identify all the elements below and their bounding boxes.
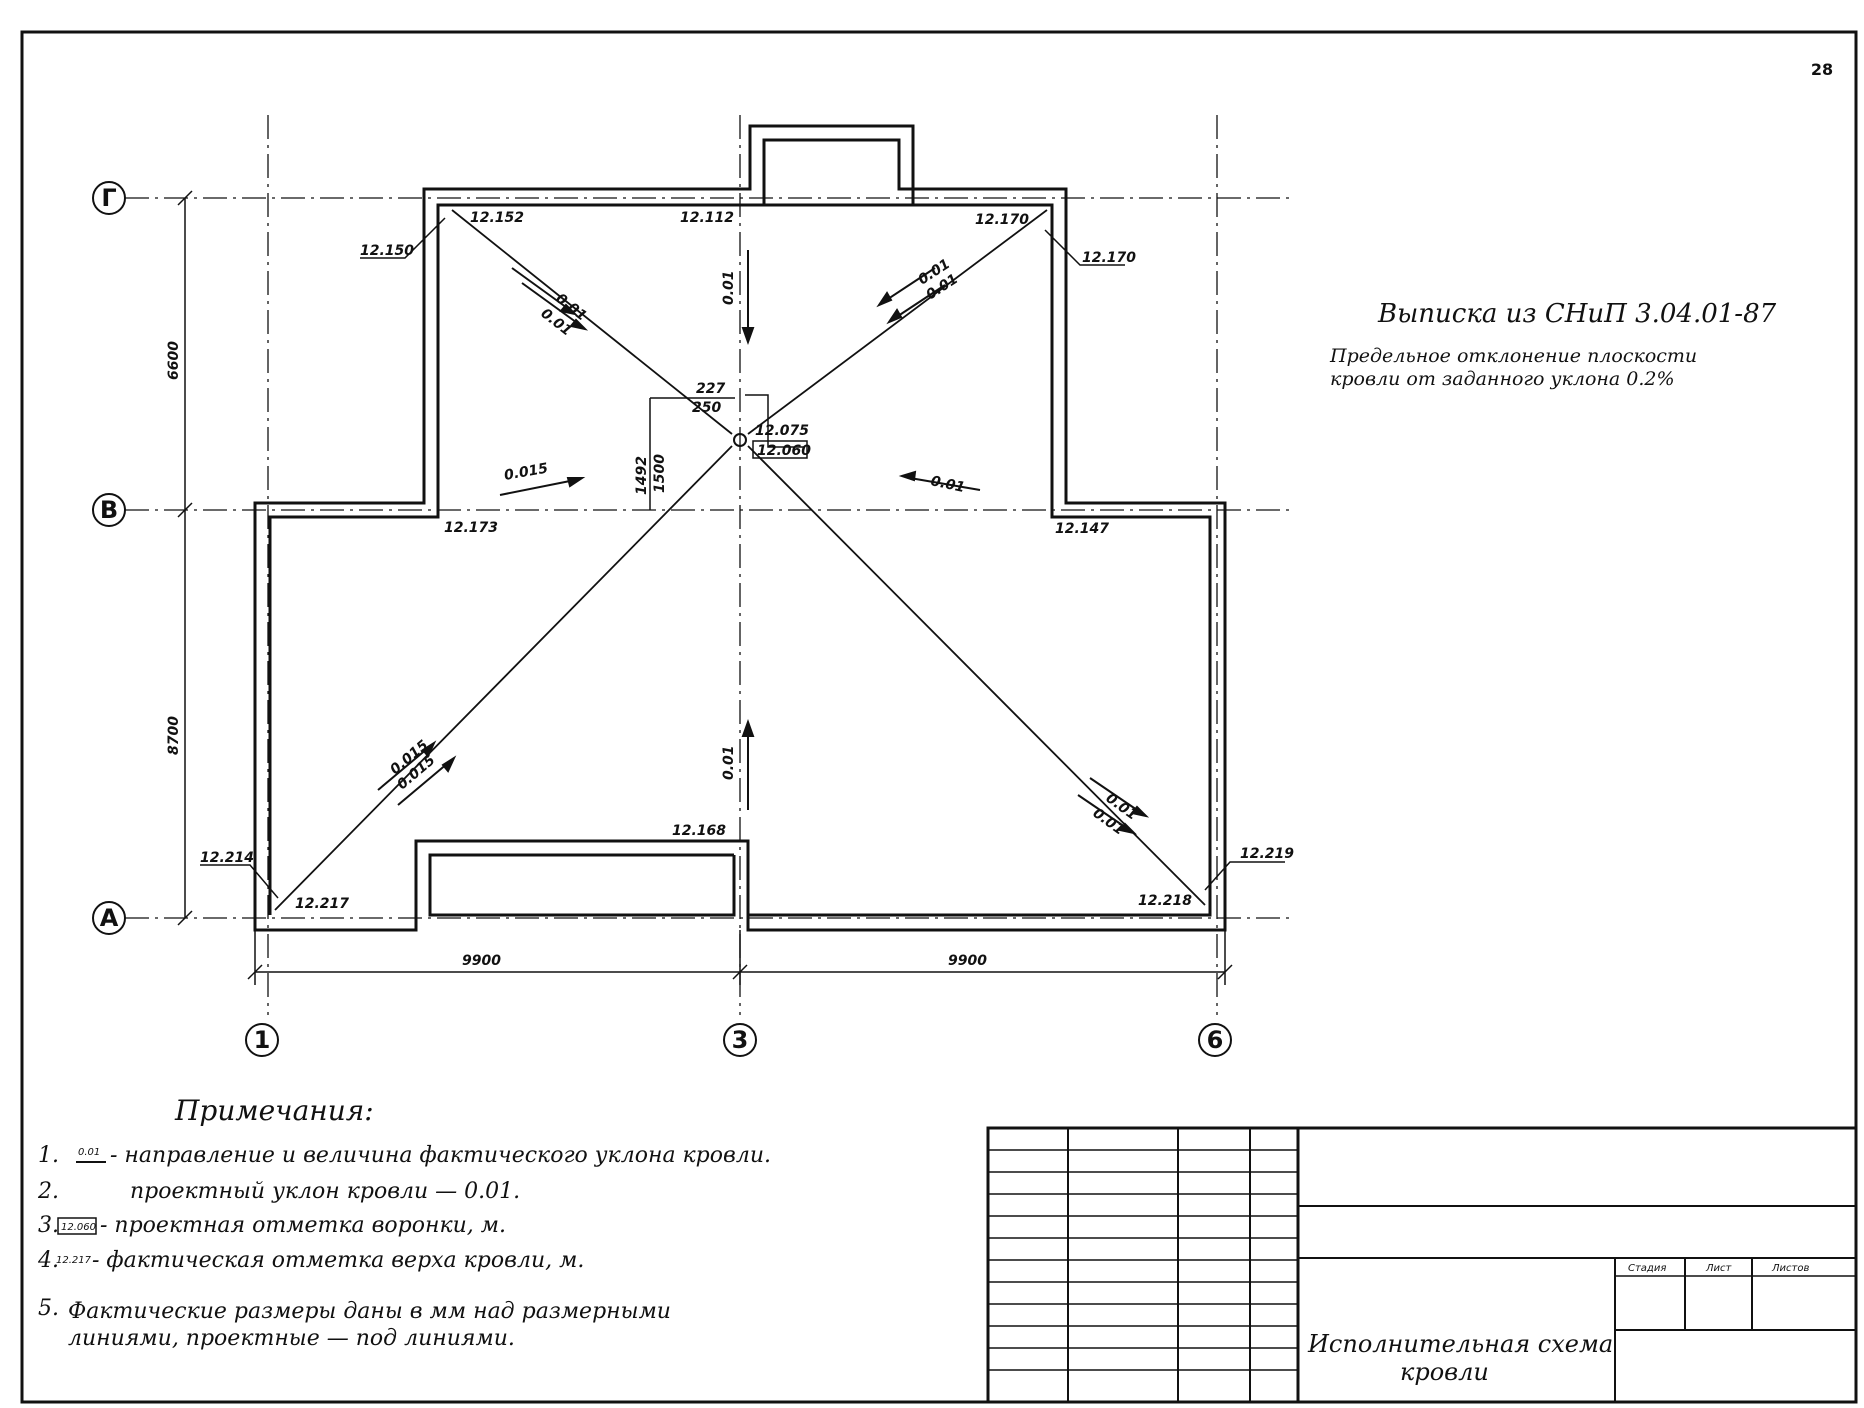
slope-e-mid: 0.01 — [929, 473, 966, 496]
page-number: 28 — [1811, 60, 1833, 79]
snip-extract: Выписка из СНиП 3.04.01-87 Предельное от… — [1329, 299, 1777, 390]
title-col-sheets: Листов — [1771, 1263, 1809, 1274]
axis-label-row-v: В — [100, 496, 118, 524]
axis-label-row-a: А — [100, 904, 119, 932]
notes-heading: Примечания: — [174, 1094, 374, 1127]
note-5-text-cont: линиями, проектные — под линиями. — [68, 1326, 515, 1351]
axis-bubble-row-g — [92, 181, 126, 215]
note-4-sample: 12.217 — [56, 1255, 92, 1266]
elev-mid-right: 12.147 — [1055, 521, 1109, 537]
dim-right-span: 9900 — [948, 953, 987, 969]
note-2-text: проектный уклон кровли — 0.01. — [130, 1179, 520, 1204]
funnel-marker — [733, 433, 747, 447]
drawing-title-line-2: кровли — [1400, 1358, 1489, 1386]
elev-bottom-left-outer: 12.214 — [200, 850, 254, 866]
note-3-sample-box — [57, 1217, 97, 1235]
axis-label-col-3: 3 — [732, 1026, 749, 1054]
axis-bubbles: Г В А 1 3 6 — [92, 181, 1232, 1057]
slope-labels: 0.01 0.01 0.01 0.01 0.01 0.015 0.01 0.01… — [387, 256, 1140, 838]
axis-bubble-row-a — [92, 901, 126, 935]
roof-inner-contour — [268, 138, 1212, 917]
note-1-sample: 0.01 — [78, 1147, 100, 1158]
title-block — [986, 1126, 1858, 1404]
note-3-sample: 12.060 — [61, 1222, 96, 1233]
elev-funnel-design-box — [752, 440, 808, 459]
title-col-stage: Стадия — [1628, 1263, 1666, 1274]
note-1-text: - направление и величина фактического ук… — [110, 1143, 771, 1168]
note-3-num: 3. — [38, 1213, 59, 1238]
dim-funnel-v-actual: 1492 — [634, 456, 650, 495]
extract-line-2: кровли от заданного уклона 0.2% — [1330, 368, 1675, 390]
drawing-title-line-1: Исполнительная схема — [1307, 1330, 1613, 1358]
note-4-num: 4. — [37, 1248, 59, 1273]
axis-label-col-6: 6 — [1207, 1026, 1224, 1054]
roof-outline — [253, 124, 1227, 932]
roof-outer-contour — [253, 124, 1227, 932]
axis-bubble-row-v — [92, 493, 126, 527]
slope-n-center: 0.01 — [721, 270, 737, 305]
elevation-leaders — [200, 217, 1285, 899]
axis-label-row-g: Г — [101, 184, 116, 212]
dim-funnel-h-design: 250 — [692, 400, 721, 416]
axis-label-col-1: 1 — [254, 1026, 271, 1054]
sheet-frame — [20, 30, 1858, 1404]
dim-funnel-h-actual: 227 — [696, 381, 725, 397]
extract-line-1: Предельное отклонение плоскости — [1329, 345, 1697, 367]
extract-title: Выписка из СНиП 3.04.01-87 — [1377, 299, 1777, 329]
slope-s-center: 0.01 — [721, 745, 737, 780]
axis-bubble-col-1 — [245, 1023, 279, 1057]
elev-top-left-outer: 12.150 — [360, 243, 414, 259]
elev-bottom-right-inner: 12.218 — [1138, 893, 1192, 909]
note-3-text: - проектная отметка воронки, м. — [100, 1213, 506, 1238]
elev-bottom-left-inner: 12.217 — [295, 896, 349, 912]
slope-arrows — [377, 250, 1150, 835]
notes-block: Примечания: 1. 0.01 - направление и вели… — [37, 1094, 771, 1351]
elev-top-left-inner: 12.152 — [470, 210, 524, 226]
note-5-text: Фактические размеры даны в мм над размер… — [68, 1299, 671, 1324]
note-2-num: 2. — [37, 1179, 59, 1204]
elev-bottom-mid: 12.168 — [672, 823, 726, 839]
axis-bubble-col-6 — [1198, 1023, 1232, 1057]
axis-bubble-col-3 — [723, 1023, 757, 1057]
elevations: 12.152 12.150 12.112 12.170 12.170 12.17… — [200, 210, 1294, 912]
elev-bottom-right-outer: 12.219 — [1240, 846, 1294, 862]
dim-funnel-v-design: 1500 — [652, 454, 668, 493]
elev-funnel-design: 12.060 — [757, 443, 811, 459]
dim-upper: 6600 — [166, 341, 182, 380]
elev-top-right-outer: 12.170 — [1082, 250, 1136, 266]
elev-mid-left: 12.173 — [444, 520, 498, 536]
dim-left-span: 9900 — [462, 953, 501, 969]
elev-top-right-inner: 12.170 — [975, 212, 1029, 228]
dimension-labels: 6600 8700 9900 9900 227 250 1492 1500 — [166, 341, 987, 969]
title-col-sheet: Лист — [1705, 1263, 1733, 1274]
dim-lower: 8700 — [166, 716, 182, 755]
slope-w-mid: 0.015 — [503, 460, 550, 483]
elev-top-mid: 12.112 — [680, 210, 734, 226]
note-5-num: 5. — [38, 1296, 59, 1321]
axis-grid — [125, 115, 1290, 1015]
note-4-text: - фактическая отметка верха кровли, м. — [92, 1248, 584, 1273]
elev-funnel-actual: 12.075 — [755, 423, 809, 439]
note-1-num: 1. — [38, 1143, 59, 1168]
dimension-lines — [177, 190, 1233, 985]
